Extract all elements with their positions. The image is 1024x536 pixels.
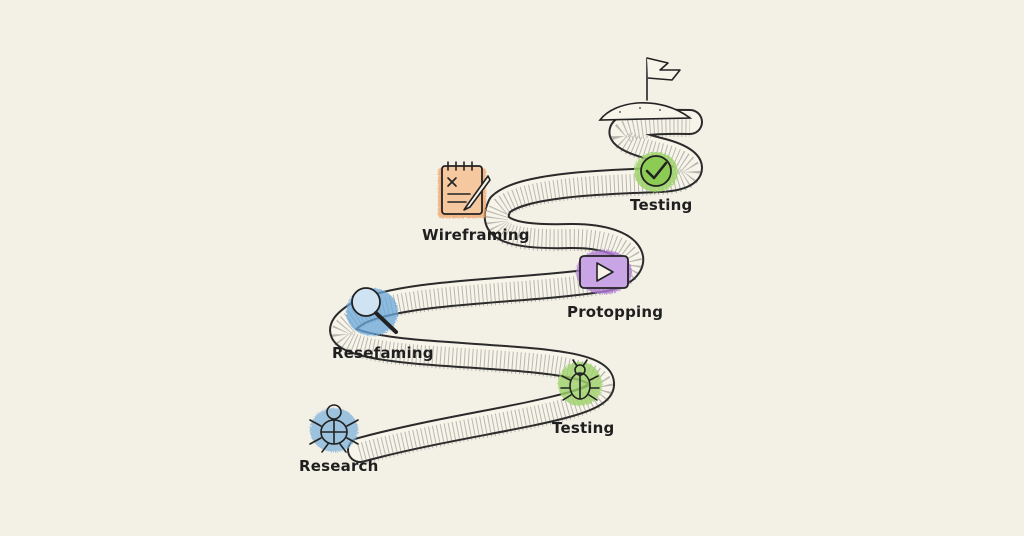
summit-flag-icon — [598, 57, 693, 121]
milestone-testing-bug: Testing — [552, 359, 614, 437]
magnifier-icon — [346, 287, 398, 336]
milestone-label-research: Research — [299, 457, 379, 475]
play-screen-icon — [576, 250, 632, 294]
milestone-protopping: Protopping — [567, 250, 663, 321]
milestone-research: Research — [299, 404, 379, 475]
milestone-label-wireframing: Wireframing — [422, 226, 530, 244]
checkmark-icon — [634, 152, 678, 192]
milestone-label-protopping: Protopping — [567, 303, 663, 321]
milestone-label-testing-check: Testing — [630, 196, 692, 214]
milestone-resefaming: Resefaming — [332, 287, 434, 362]
milestone-label-testing-bug: Testing — [552, 419, 614, 437]
spider-bug-icon — [309, 404, 359, 453]
notepad-pencil-icon — [438, 161, 491, 218]
beetle-bug-icon — [558, 359, 602, 406]
milestone-label-resefaming: Resefaming — [332, 344, 434, 362]
milestone-testing-check: Testing — [630, 152, 692, 214]
milestone-wireframing: Wireframing — [422, 161, 530, 244]
